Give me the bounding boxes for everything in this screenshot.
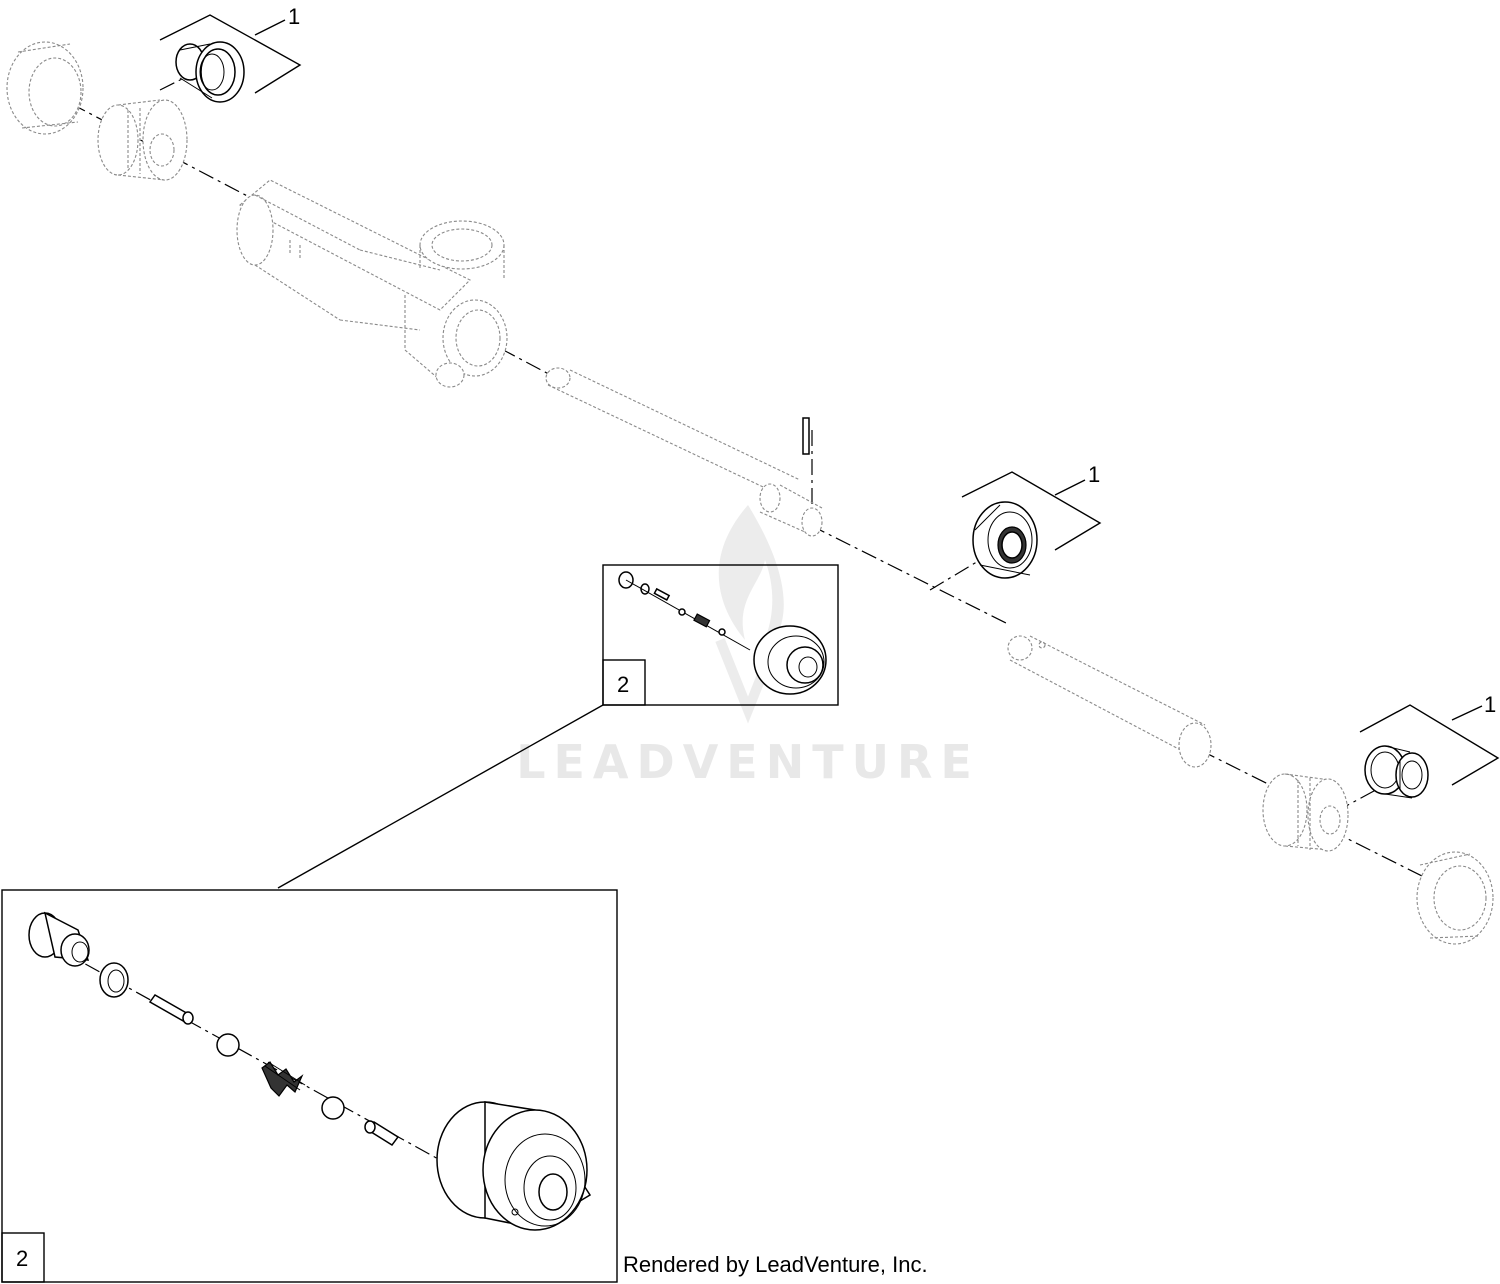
callout-1-middle: 1 — [1088, 462, 1100, 487]
callout-1-bracket-middle: 1 — [961, 462, 1102, 551]
check-ball-lower — [321, 1096, 345, 1120]
watermark: LEADVENTURE — [516, 505, 980, 789]
seal-kit-right — [1364, 745, 1429, 799]
flame-logo-icon — [718, 505, 784, 660]
check-valve-seat — [28, 911, 90, 967]
cylinder-barrel — [236, 179, 508, 388]
watermark-text: LEADVENTURE — [516, 735, 980, 789]
detail-inset-large: 2 — [1, 889, 618, 1283]
o-ring — [99, 962, 129, 998]
callout-1-top-left: 1 — [288, 4, 300, 29]
callout-1-bracket-top: 1 — [159, 4, 302, 94]
valve-pin — [148, 994, 194, 1025]
seal-kit-top-left — [175, 41, 245, 103]
piston-rod-upper — [545, 367, 823, 537]
seal-kit-middle — [972, 501, 1038, 579]
gland-nut-left — [6, 41, 84, 135]
render-credit: Rendered by LeadVenture, Inc. — [623, 1252, 928, 1277]
valve-plunger — [364, 1120, 400, 1147]
callout-1-far-right: 1 — [1484, 692, 1496, 717]
check-ball-upper — [216, 1033, 240, 1057]
callout-1-bracket-right: 1 — [1359, 692, 1500, 786]
detail-label-large: 2 — [16, 1246, 28, 1271]
gland-nut-right — [1416, 851, 1494, 945]
piston-assembly — [436, 1101, 592, 1231]
piston-rod-lower — [1007, 635, 1212, 768]
piston-right — [1262, 773, 1349, 852]
detail-label-small: 2 — [617, 672, 629, 697]
piston-left — [97, 99, 188, 181]
spring — [261, 1061, 306, 1097]
detail-inset-small: 2 — [277, 564, 839, 889]
roll-pin — [802, 417, 810, 455]
